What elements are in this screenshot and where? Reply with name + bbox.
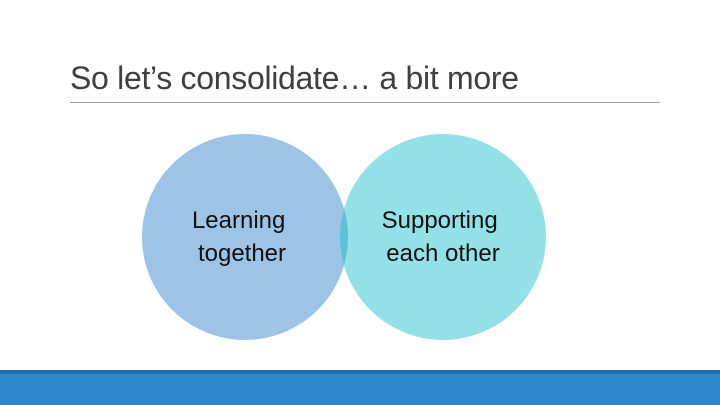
title-divider: [70, 102, 660, 103]
slide-title: So let’s consolidate… a bit more: [70, 60, 519, 96]
footer-bar-edge: [0, 370, 720, 374]
venn-label-right: Supporting each other: [382, 207, 505, 267]
venn-circle-learning-together: [142, 134, 348, 340]
venn-label-left-line-1: Learning: [192, 207, 285, 234]
venn-circle-supporting-each-other: [340, 134, 546, 340]
footer-bar: [0, 374, 720, 405]
venn-label-left-line-2: together: [198, 240, 286, 267]
venn-label-right-line-1: Supporting: [382, 207, 498, 234]
venn-label-left: Learning together: [192, 207, 292, 267]
venn-label-right-line-2: each other: [386, 240, 499, 267]
